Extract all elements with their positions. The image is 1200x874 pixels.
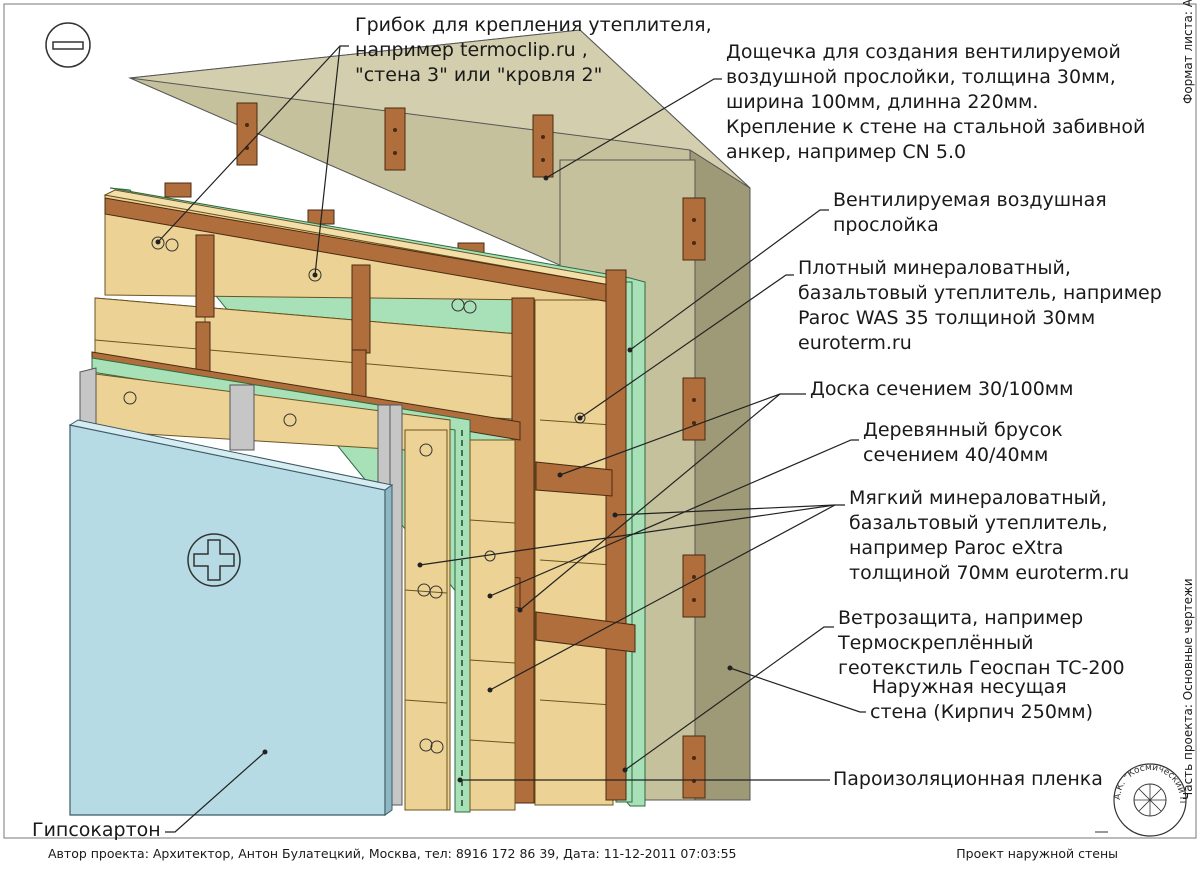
label-drywall: Гипсокартон bbox=[32, 819, 161, 841]
label-air-gap: Вентилируемая воздушная прослойка bbox=[833, 189, 1107, 236]
label-soft-insulation: Мягкий минераловатный, базальтовый утепл… bbox=[849, 487, 1130, 584]
label-wind-barrier: Ветрозащита, например Термоскреплённый г… bbox=[838, 607, 1125, 679]
plus-circle-icon bbox=[187, 533, 241, 587]
soft-insulation-layer bbox=[79, 371, 516, 811]
sheet-format-label: Формат листа: А4 bbox=[1181, 0, 1195, 104]
wall-battens bbox=[164, 102, 706, 799]
label-board: Доска сечением 30/100мм bbox=[810, 378, 1074, 400]
label-outer-wall: Наружная несущая стена (Кирпич 250мм) bbox=[870, 676, 1093, 723]
project-part-label: Часть проекта: Основные чертежи bbox=[1181, 578, 1195, 800]
label-wood-bar: Деревянный брусок сечением 40/40мм bbox=[863, 419, 1063, 466]
label-insulation-fastener: Грибок для крепления утеплителя, наприме… bbox=[355, 14, 712, 86]
leader-lines bbox=[157, 45, 866, 833]
footer-project-name: Проект наружной стены bbox=[956, 846, 1118, 861]
dense-insulation-layer bbox=[103, 189, 622, 806]
drywall-board bbox=[68, 419, 394, 816]
label-ventilation-batten: Дощечка для создания вентилируемой возду… bbox=[726, 41, 1146, 163]
label-vapor-barrier: Пароизоляционная пленка bbox=[833, 768, 1103, 790]
label-dense-insulation: Плотный минераловатный, базальтовый утеп… bbox=[798, 257, 1162, 354]
minus-circle-icon bbox=[45, 22, 91, 68]
footer-author-info: Автор проекта: Архитектор, Антон Булатец… bbox=[48, 846, 737, 861]
